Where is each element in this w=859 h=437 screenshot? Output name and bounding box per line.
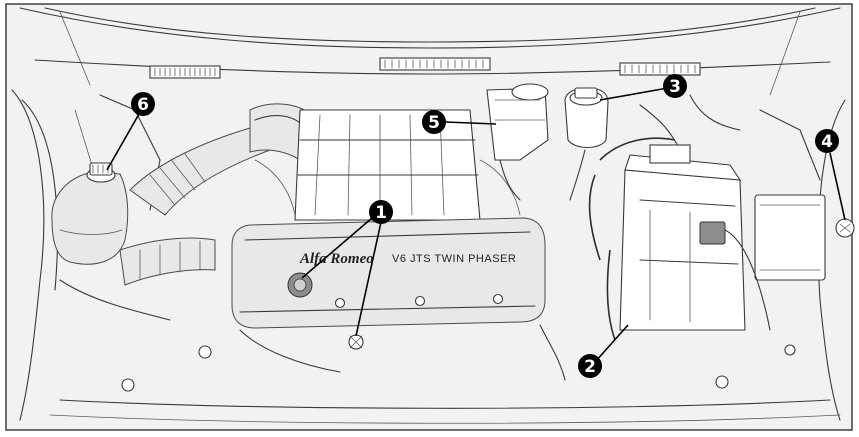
air-intake-ducts [119, 103, 316, 286]
callout-4: 4 [815, 129, 839, 153]
fuse-box [835, 218, 855, 238]
coolant-expansion-tank [51, 162, 129, 265]
right-structure [715, 99, 846, 421]
battery [619, 144, 771, 331]
cowl-vents [149, 57, 701, 79]
intake-plenum [254, 109, 521, 221]
callout-2: 2 [578, 354, 602, 378]
svg-text:5: 5 [428, 113, 440, 133]
brake-fluid-reservoir [486, 83, 549, 201]
engine-cover [231, 217, 546, 329]
callout-3: 3 [663, 74, 687, 98]
hoses [588, 94, 741, 341]
svg-text:1: 1 [375, 203, 387, 223]
leader-lines [106, 87, 846, 363]
svg-text:2: 2 [584, 357, 596, 377]
callout-1: 1 [369, 200, 393, 224]
callout-5: 5 [422, 110, 446, 134]
svg-text:6: 6 [137, 95, 149, 115]
svg-text:4: 4 [821, 132, 833, 152]
engine-model-text: V6 JTS TWIN PHASER [392, 253, 516, 265]
lower-engine [49, 324, 841, 424]
brand-logo: Alfa Romeo [299, 251, 374, 267]
callout-6: 6 [131, 92, 155, 116]
svg-text:3: 3 [669, 77, 681, 97]
washer-fluid-reservoir [564, 87, 609, 201]
